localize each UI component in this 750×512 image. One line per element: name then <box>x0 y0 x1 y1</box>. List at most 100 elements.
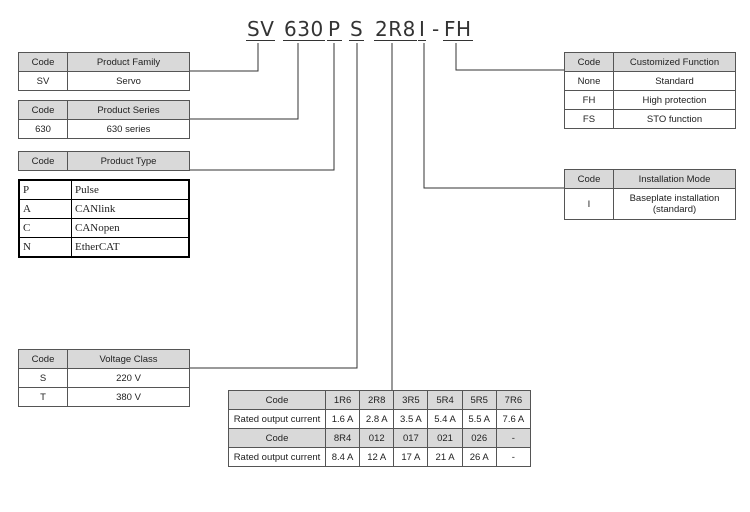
type-code: A <box>18 199 72 219</box>
code-part-custom: FH <box>443 17 473 41</box>
table-row: Code 1R6 2R8 3R5 5R4 5R5 7R6 <box>228 390 532 410</box>
current-code: 012 <box>359 428 395 448</box>
table-row: Code 8R4 012 017 021 026 - <box>228 428 532 448</box>
code-part-family: SV <box>246 17 276 41</box>
custom-code: None <box>564 71 614 91</box>
series-name: 630 series <box>67 119 190 139</box>
header-customized-function: Customized Function <box>613 52 736 72</box>
current-code: 1R6 <box>324 390 361 410</box>
code-part-type: P <box>327 17 342 41</box>
product-series-table: Code Product Series 630 630 series <box>18 100 190 139</box>
code-part-dash: - <box>432 17 440 41</box>
header-product-type: Product Type <box>67 151 190 171</box>
voltage-value: 220 V <box>67 368 190 388</box>
type-name: CANlink <box>71 199 190 219</box>
header-code: Code <box>18 151 68 171</box>
line-install <box>423 43 564 189</box>
current-value: 26 A <box>461 447 497 467</box>
table-row: I Baseplate installation (standard) <box>564 188 736 220</box>
product-family-table: Code Product Family SV Servo <box>18 52 190 91</box>
series-code: 630 <box>18 119 68 139</box>
line-voltage <box>190 43 358 369</box>
custom-name: Standard <box>613 71 736 91</box>
header-code: Code <box>228 428 326 448</box>
table-row: N EtherCAT <box>18 237 190 258</box>
custom-code: FH <box>564 90 614 110</box>
current-code: 026 <box>461 428 497 448</box>
custom-name: STO function <box>613 109 736 129</box>
install-code: I <box>564 188 614 220</box>
rated-current-table: Code 1R6 2R8 3R5 5R4 5R5 7R6 Rated outpu… <box>228 390 532 467</box>
current-code: - <box>495 428 532 448</box>
current-value: 5.4 A <box>427 409 463 429</box>
line-series <box>190 43 299 120</box>
line-type <box>190 43 335 171</box>
table-row: Rated output current 8.4 A 12 A 17 A 21 … <box>228 447 532 467</box>
product-type-table: P Pulse A CANlink C CANopen N EtherCAT <box>18 179 190 258</box>
current-code: 7R6 <box>495 390 532 410</box>
family-code: SV <box>18 71 68 91</box>
current-code: 017 <box>393 428 429 448</box>
voltage-class-table: Code Voltage Class S 220 V T 380 V <box>18 349 190 407</box>
product-type-header-table: Code Product Type <box>18 151 190 171</box>
custom-name: High protection <box>613 90 736 110</box>
line-custom <box>455 43 564 71</box>
customized-function-table: Code Customized Function None Standard F… <box>564 52 736 129</box>
header-code: Code <box>228 390 326 410</box>
row-label: Rated output current <box>228 409 326 429</box>
current-value: 12 A <box>359 447 395 467</box>
type-code: P <box>18 179 72 200</box>
type-name: Pulse <box>71 179 190 200</box>
header-product-family: Product Family <box>67 52 190 72</box>
current-code: 2R8 <box>359 390 395 410</box>
family-name: Servo <box>67 71 190 91</box>
current-value: 5.5 A <box>461 409 497 429</box>
custom-code: FS <box>564 109 614 129</box>
current-value: 3.5 A <box>393 409 429 429</box>
header-installation-mode: Installation Mode <box>613 169 736 189</box>
table-row: FS STO function <box>564 109 736 129</box>
current-value: 7.6 A <box>495 409 532 429</box>
code-part-series: 630 <box>283 17 325 41</box>
table-row: P Pulse <box>18 179 190 200</box>
header-code: Code <box>564 52 614 72</box>
row-label: Rated output current <box>228 447 326 467</box>
current-code: 8R4 <box>324 428 361 448</box>
current-code: 5R4 <box>427 390 463 410</box>
code-part-current: 2R8 <box>374 17 417 41</box>
header-code: Code <box>564 169 614 189</box>
code-part-voltage: S <box>349 17 365 41</box>
voltage-value: 380 V <box>67 387 190 407</box>
table-row: A CANlink <box>18 199 190 219</box>
table-row: C CANopen <box>18 218 190 238</box>
current-value: 17 A <box>393 447 429 467</box>
installation-mode-table: Code Installation Mode I Baseplate insta… <box>564 169 736 220</box>
current-value: 21 A <box>427 447 463 467</box>
line-family <box>190 43 259 72</box>
code-part-install: I <box>418 17 427 41</box>
header-code: Code <box>18 349 68 369</box>
table-row: S 220 V <box>18 368 190 388</box>
current-code: 021 <box>427 428 463 448</box>
type-name: EtherCAT <box>71 237 190 258</box>
header-code: Code <box>18 100 68 120</box>
header-product-series: Product Series <box>67 100 190 120</box>
header-code: Code <box>18 52 68 72</box>
type-code: C <box>18 218 72 238</box>
install-name: Baseplate installation (standard) <box>613 188 736 220</box>
type-code: N <box>18 237 72 258</box>
current-code: 3R5 <box>393 390 429 410</box>
table-row: None Standard <box>564 71 736 91</box>
current-value: 8.4 A <box>324 447 361 467</box>
table-row: T 380 V <box>18 387 190 407</box>
current-code: 5R5 <box>461 390 497 410</box>
current-value: 1.6 A <box>324 409 361 429</box>
voltage-code: S <box>18 368 68 388</box>
header-voltage-class: Voltage Class <box>67 349 190 369</box>
table-row: FH High protection <box>564 90 736 110</box>
current-value: 2.8 A <box>359 409 395 429</box>
type-name: CANopen <box>71 218 190 238</box>
table-row: Rated output current 1.6 A 2.8 A 3.5 A 5… <box>228 409 532 429</box>
current-value: - <box>495 447 532 467</box>
